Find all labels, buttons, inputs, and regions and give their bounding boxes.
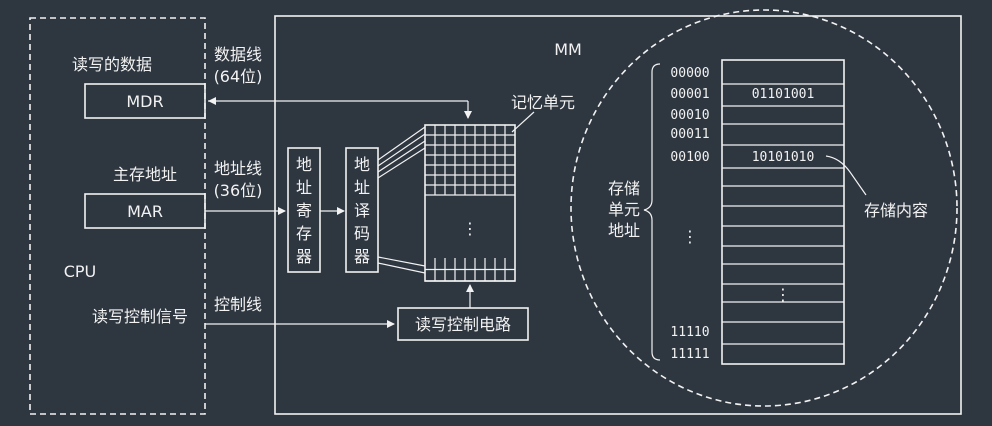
rw-control-circuit-box bbox=[397, 307, 529, 341]
mar-label: MAR bbox=[127, 202, 163, 221]
memory-cell-pointer bbox=[511, 111, 535, 133]
cpu-label: CPU bbox=[64, 262, 97, 281]
address-item: 00100 bbox=[670, 150, 709, 165]
address-brace bbox=[643, 63, 661, 361]
data-bus-width: (64位) bbox=[214, 67, 263, 86]
array-ellipsis: ⋮ bbox=[462, 219, 478, 238]
mdr-label: MDR bbox=[126, 92, 163, 111]
decoder-output-lines bbox=[377, 126, 426, 274]
address-item: 00001 bbox=[670, 87, 709, 102]
rw-control-signal-label: 读写控制信号 bbox=[92, 307, 188, 326]
memory-cell-label: 记忆单元 bbox=[511, 93, 575, 112]
storage-content-value: 10101010 bbox=[752, 150, 815, 165]
content-ellipsis: ⋮ bbox=[775, 285, 791, 304]
zoom-circle bbox=[570, 9, 958, 407]
address-register-char: 址 bbox=[296, 178, 312, 197]
address-decoder-char: 地 bbox=[354, 155, 370, 174]
address-item: 00011 bbox=[670, 127, 709, 142]
address-ellipsis: ⋮ bbox=[682, 227, 698, 246]
data-read-write-label: 读写的数据 bbox=[72, 55, 152, 74]
address-register-char: 地 bbox=[296, 155, 312, 174]
mdr-box bbox=[84, 83, 206, 119]
memory-cell-array bbox=[424, 124, 516, 282]
control-bus-label: 控制线 bbox=[214, 295, 262, 314]
mm-box bbox=[274, 15, 962, 415]
address-bus-label: 地址线 bbox=[214, 159, 262, 178]
address-decoder-char: 址 bbox=[354, 178, 370, 197]
address-decoder-char: 译 bbox=[354, 201, 370, 220]
address-register-char: 寄 bbox=[296, 201, 312, 220]
storage-column bbox=[721, 59, 845, 365]
cell-address-label-line: 存储 bbox=[608, 179, 640, 198]
storage-column-outline bbox=[721, 59, 845, 365]
address-register-char: 器 bbox=[296, 247, 312, 266]
storage-content-label: 存储内容 bbox=[864, 201, 928, 220]
data-bus-arrow-left bbox=[208, 97, 216, 105]
cell-address-label-line: 地址 bbox=[608, 221, 640, 240]
cell-address-label-line: 单元 bbox=[608, 200, 640, 219]
main-address-label: 主存地址 bbox=[113, 165, 177, 184]
address-decoder-char: 器 bbox=[354, 247, 370, 266]
address-decoder-char: 码 bbox=[354, 224, 370, 243]
cpu-box bbox=[29, 17, 206, 415]
address-register-box bbox=[287, 147, 321, 273]
address-decoder-box bbox=[345, 147, 379, 273]
address-register-char: 存 bbox=[296, 224, 312, 243]
address-bus-width: (36位) bbox=[214, 181, 263, 200]
address-decoder-text: 地 址 译 码 器 bbox=[354, 155, 370, 266]
storage-content-value: 01101001 bbox=[752, 87, 815, 102]
rw-control-circuit-label: 读写控制电路 bbox=[415, 315, 511, 334]
memory-array-outline bbox=[424, 124, 516, 282]
address-item: 11110 bbox=[670, 325, 709, 340]
storage-content-pointer bbox=[825, 155, 867, 196]
data-bus-label: 数据线 bbox=[214, 45, 262, 64]
address-item: 00010 bbox=[670, 108, 709, 123]
address-item: 11111 bbox=[670, 347, 709, 362]
address-item: 00000 bbox=[670, 66, 709, 81]
mm-label: MM bbox=[554, 40, 582, 59]
address-register-text: 地 址 寄 存 器 bbox=[296, 155, 312, 266]
